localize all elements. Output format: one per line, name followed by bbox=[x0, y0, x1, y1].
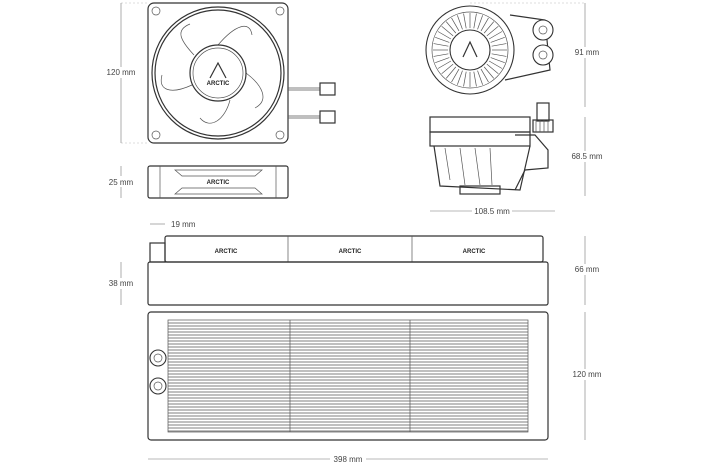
fan-brand-label: ARCTIC bbox=[207, 81, 230, 87]
radiator-side-view: ARCTIC ARCTIC ARCTIC 19 mm 66 mm 38 mm bbox=[104, 220, 602, 306]
fan-height-label: 120 mm bbox=[107, 68, 136, 77]
radiator-fan-1-brand: ARCTIC bbox=[215, 249, 238, 255]
fan-side-brand-label: ARCTIC bbox=[207, 180, 230, 186]
rgb-connector bbox=[319, 82, 336, 96]
pump-height-label: 91 mm bbox=[575, 48, 600, 57]
fan-front-view: ARCTIC 120 mm bbox=[104, 2, 336, 144]
arctic-logo-icon bbox=[209, 61, 227, 79]
fitting-offset-label: 19 mm bbox=[171, 220, 196, 229]
pump-width-label: 108.5 mm bbox=[474, 207, 510, 216]
radiator-length-label: 398 mm bbox=[334, 455, 363, 464]
pwm-connector bbox=[319, 110, 336, 124]
radiator-height-label: 120 mm bbox=[573, 370, 602, 379]
radiator-total-thickness-label: 66 mm bbox=[575, 265, 600, 274]
radiator-fan-3-brand: ARCTIC bbox=[463, 249, 486, 255]
pump-top-view: 91 mm bbox=[425, 2, 604, 107]
fan-side-view: ARCTIC 25 mm bbox=[104, 165, 289, 199]
radiator-fan-2-brand: ARCTIC bbox=[339, 249, 362, 255]
pump-side-view: 68.5 mm 108.5 mm bbox=[429, 102, 606, 216]
fan-thickness-label: 25 mm bbox=[109, 178, 134, 187]
pump-depth-label: 68.5 mm bbox=[571, 152, 602, 161]
radiator-thickness-label: 38 mm bbox=[109, 279, 134, 288]
radiator-top-view: 120 mm 398 mm bbox=[147, 311, 604, 464]
